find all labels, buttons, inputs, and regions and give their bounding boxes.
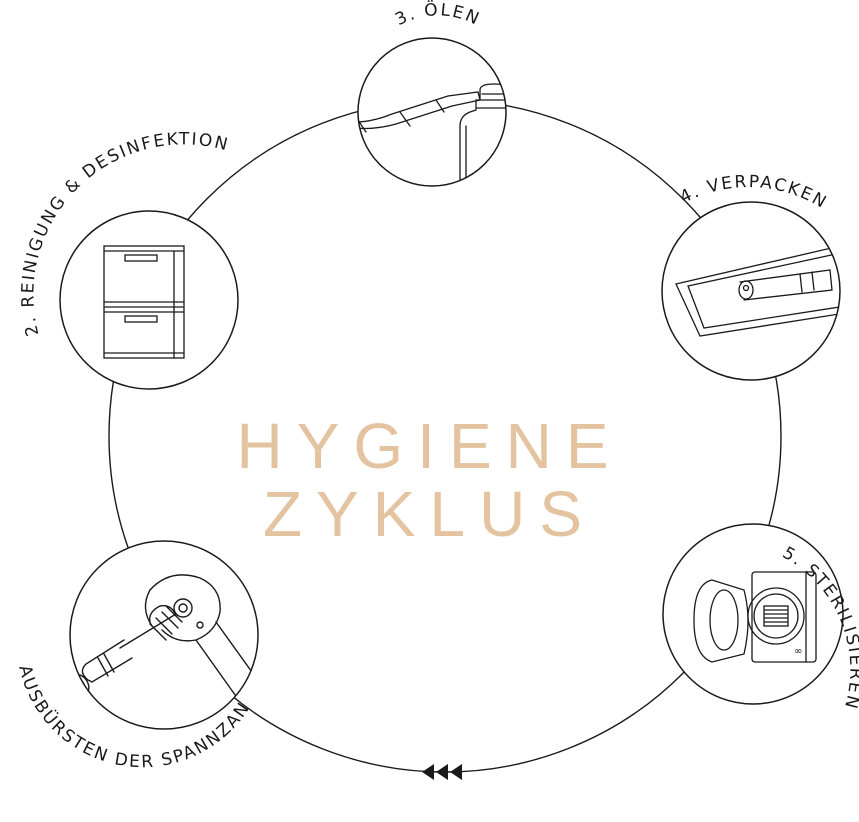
- step-5-node: ∞ 5. STERILISIEREN: [662, 523, 859, 712]
- collet-brush-icon: [70, 574, 258, 729]
- title-line-2: ZYKLUS: [263, 478, 596, 550]
- svg-text:∞: ∞: [794, 646, 802, 657]
- triple-arrow-left-icon: [422, 764, 462, 780]
- title-line-1: HYGIENE: [236, 410, 623, 482]
- step-3-node: 3. ÖLEN: [357, 0, 507, 187]
- autoclave-icon: ∞: [693, 571, 817, 663]
- step-3-label: 3. ÖLEN: [392, 0, 483, 30]
- sterile-pouch-icon: [675, 245, 840, 337]
- washer-disinfector-icon: [103, 245, 185, 359]
- step-2-node: 2. REINIGUNG & DESINFEKTION: [18, 129, 239, 390]
- oil-spray-icon: [358, 83, 506, 186]
- step-4-node: 4. VERPACKEN: [661, 172, 841, 381]
